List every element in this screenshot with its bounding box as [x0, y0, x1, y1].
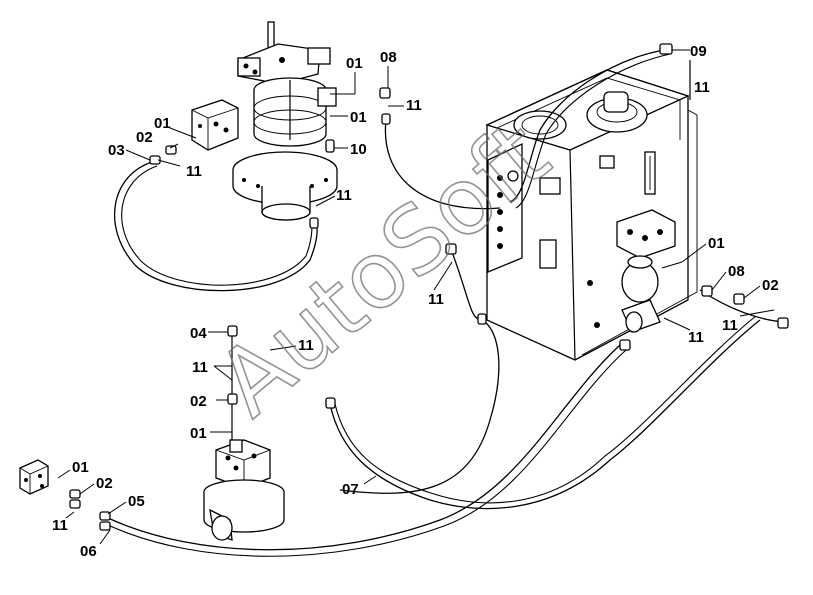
- hoses: [107, 49, 785, 557]
- callout-02: 02: [762, 277, 779, 294]
- callout-05: 05: [128, 493, 145, 510]
- valve-block-lower: [19, 459, 49, 495]
- rotary-joint: [232, 21, 338, 221]
- callout-03: 03: [108, 142, 125, 159]
- fittings: [69, 43, 789, 531]
- callout-11: 11: [336, 187, 352, 204]
- callout-01: 01: [190, 425, 207, 442]
- callout-11: 11: [186, 163, 202, 180]
- callout-01: 01: [154, 115, 171, 132]
- callout-11: 11: [52, 517, 68, 534]
- callout-10: 10: [350, 141, 367, 158]
- callout-11: 11: [428, 291, 444, 308]
- callout-04: 04: [190, 325, 207, 342]
- hydraulic-tank: [485, 69, 698, 361]
- callout-08: 08: [728, 263, 745, 280]
- callout-02: 02: [96, 475, 113, 492]
- callout-09: 09: [690, 43, 707, 60]
- travel-motor: [203, 439, 285, 541]
- callout-01: 01: [72, 459, 89, 476]
- callout-08: 08: [380, 49, 397, 66]
- valve-block-upper: [191, 99, 239, 151]
- callout-01: 01: [708, 235, 725, 252]
- callout-02: 02: [136, 129, 153, 146]
- callout-01: 01: [350, 109, 367, 126]
- callout-11: 11: [192, 359, 208, 376]
- callout-11: 11: [694, 79, 710, 96]
- callout-07: 07: [342, 481, 359, 498]
- callout-11: 11: [406, 97, 422, 114]
- callout-06: 06: [80, 543, 97, 560]
- callout-11: 11: [722, 317, 738, 334]
- callout-11: 11: [688, 329, 704, 346]
- leader-lines: [57, 49, 775, 545]
- callout-01: 01: [346, 55, 363, 72]
- callout-labels: 09 11 01 08 11 01 10 11 01 02 03 11 11 0…: [52, 43, 779, 560]
- callout-11: 11: [298, 337, 314, 354]
- callout-02: 02: [190, 393, 207, 410]
